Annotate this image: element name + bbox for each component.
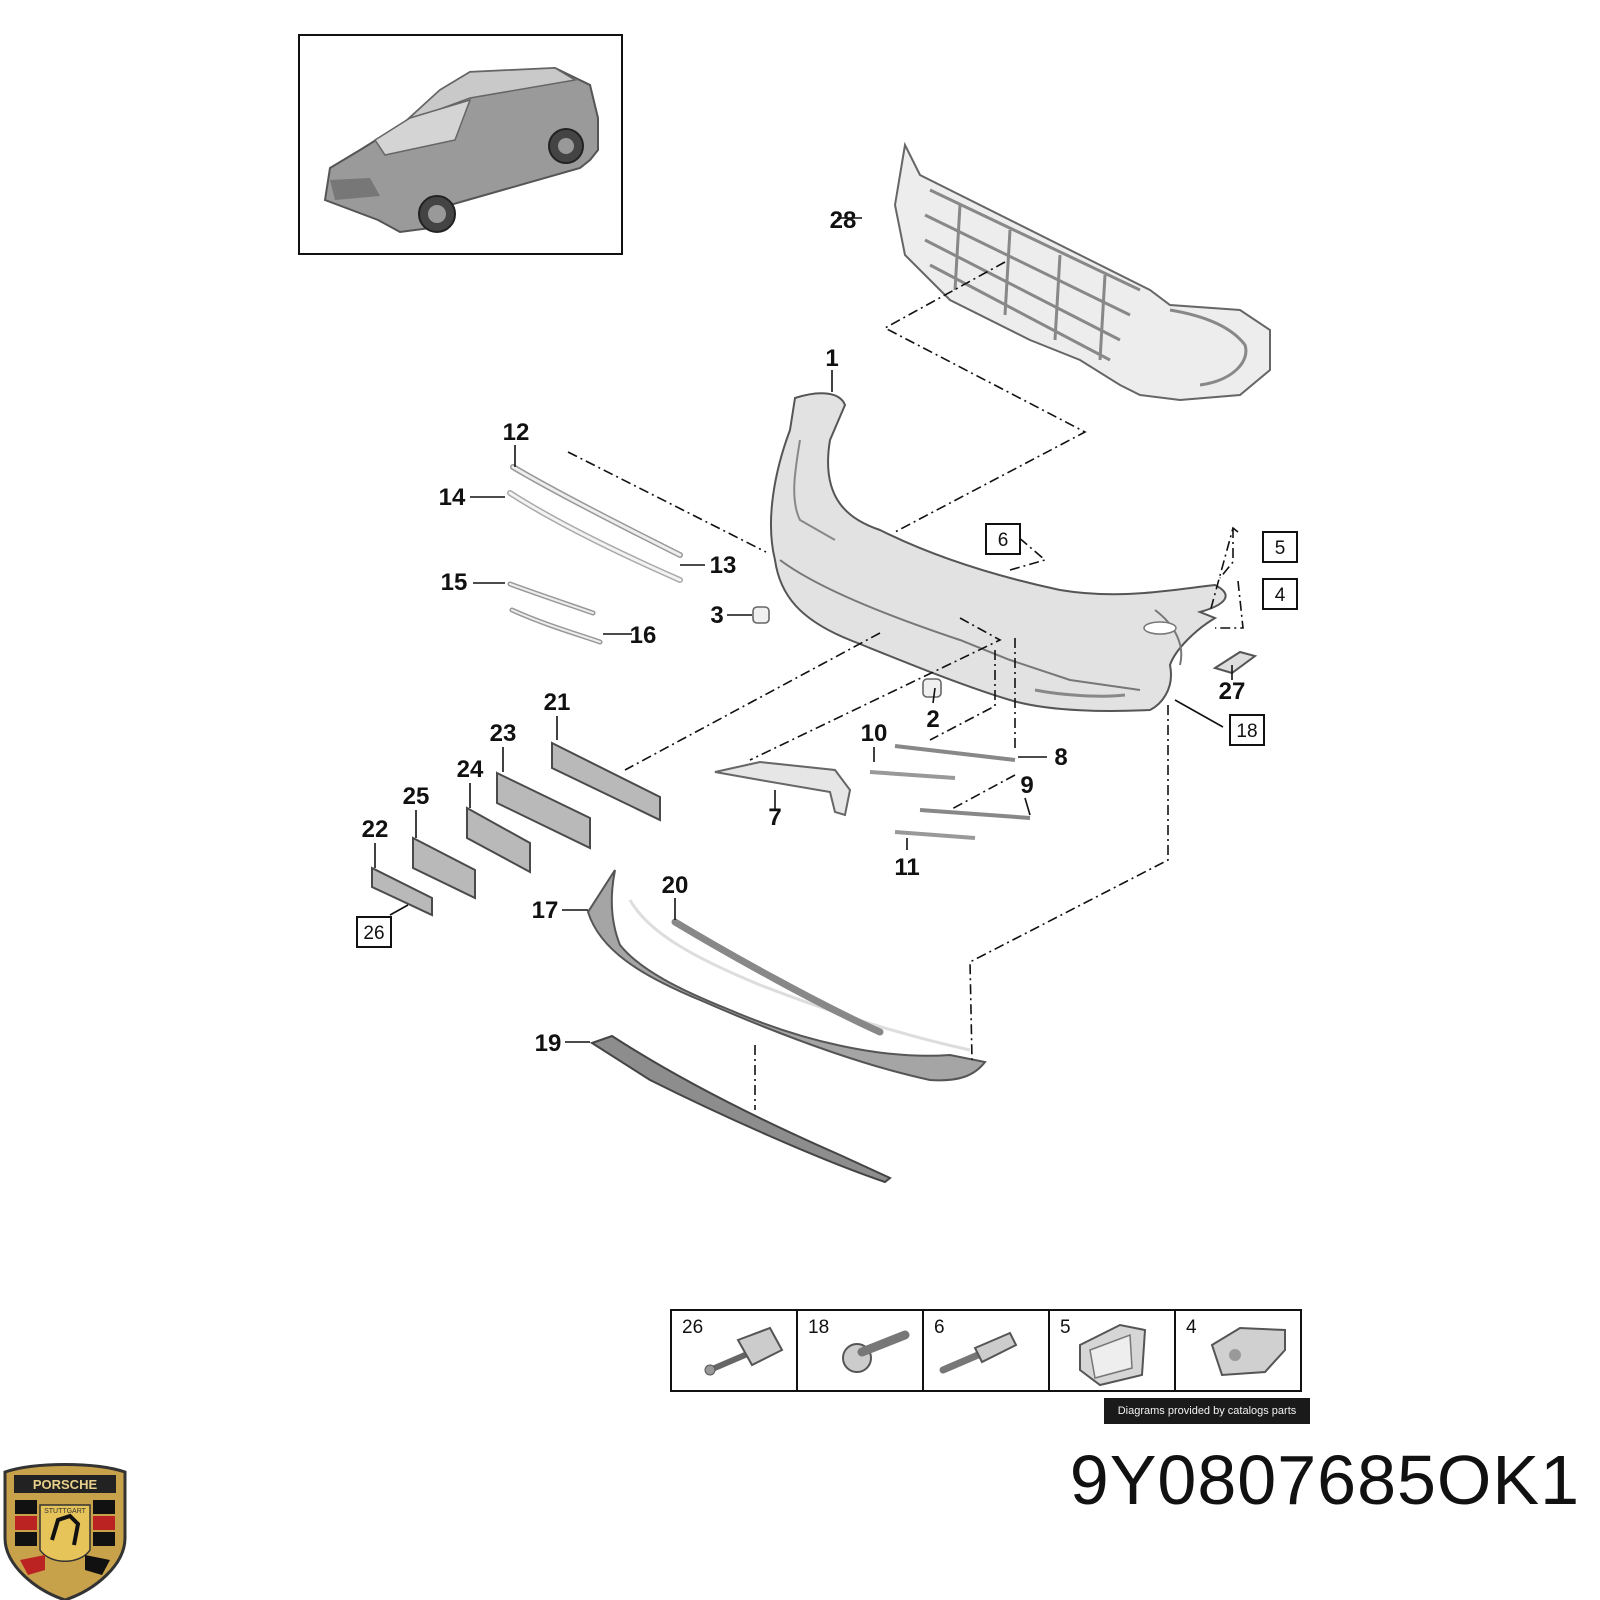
- porsche-crest-logo: PORSCHE STUTTGART: [3, 1463, 127, 1600]
- callout-12: 12: [503, 419, 530, 446]
- leader-lines: [374, 217, 1233, 1043]
- legend-screw-18-icon: [842, 1330, 910, 1373]
- part-10-strip: [894, 744, 1016, 762]
- callout-2: 2: [926, 706, 939, 733]
- callout-labels: 1 28 12 14 13 15 16 3 2 10 8 9 11 7 27 2…: [362, 207, 1246, 1057]
- callout-9: 9: [1020, 772, 1033, 799]
- vehicle-overview-inset: [298, 34, 623, 255]
- callout-11: 11: [894, 854, 919, 881]
- part-2-tow-cap: [922, 678, 942, 698]
- legend-clip-26-icon: [704, 1326, 784, 1376]
- callout-3: 3: [710, 602, 723, 629]
- part-number: 9Y0807685OK1: [1069, 1441, 1580, 1519]
- legend-label-5: 5: [1060, 1317, 1071, 1338]
- callout-14: 14: [439, 484, 466, 511]
- part-17-lower-spoiler: [586, 869, 987, 1082]
- callout-17: 17: [532, 897, 559, 924]
- part-23-plate: [496, 771, 591, 850]
- part-8-strip: [869, 770, 956, 780]
- part-3-tow-cap: [752, 606, 770, 624]
- part-7-side-trim: [714, 760, 852, 817]
- callout-7: 7: [768, 804, 781, 831]
- part-24-plate: [466, 806, 531, 874]
- legend-label-18: 18: [808, 1317, 829, 1338]
- boxed-callout-5: 5: [1275, 538, 1286, 559]
- callout-10: 10: [861, 720, 888, 747]
- callout-15: 15: [441, 569, 468, 596]
- connection-dashed-lines: [567, 261, 1244, 1110]
- part-21-plate: [551, 741, 661, 822]
- part-25-plate: [412, 836, 476, 900]
- boxed-callout-26: 26: [363, 923, 384, 944]
- callout-13: 13: [710, 552, 737, 579]
- crest-center-text: STUTTGART: [44, 1508, 87, 1515]
- callout-1: 1: [825, 345, 838, 372]
- callout-28: 28: [830, 207, 857, 234]
- legend-label-4: 4: [1186, 1317, 1197, 1338]
- callout-19: 19: [535, 1030, 562, 1057]
- legend-clip-4-icon: [1210, 1326, 1286, 1377]
- callout-16: 16: [630, 622, 657, 649]
- part-19-lower-lip: [589, 1034, 892, 1184]
- crest-top-text: PORSCHE: [33, 1477, 98, 1492]
- credit-banner: Diagrams provided by catalogs parts: [1104, 1398, 1310, 1424]
- callout-8: 8: [1054, 744, 1067, 771]
- legend-bracket-5-icon: [1079, 1323, 1147, 1387]
- part-22-plate: [371, 866, 433, 917]
- part-27-bracket: [1212, 650, 1258, 675]
- car-silhouette: [323, 66, 599, 234]
- fastener-legend: 26 18 6 5 4: [670, 1309, 1302, 1392]
- boxed-callout-18: 18: [1236, 721, 1257, 742]
- part-9-strip: [919, 808, 1031, 820]
- callout-24: 24: [457, 756, 484, 783]
- callout-27: 27: [1219, 678, 1246, 705]
- boxed-callout-6: 6: [998, 530, 1009, 551]
- part-1-bumper-cover: [770, 392, 1227, 712]
- part-12-14-13-trim-strips: [507, 464, 683, 583]
- callout-21: 21: [544, 689, 571, 716]
- boxed-callouts: 6 5 4 18 26: [356, 523, 1298, 948]
- legend-label-6: 6: [934, 1317, 945, 1338]
- part-15-16-trim-strips: [507, 581, 603, 645]
- part-20-strip: [671, 918, 884, 1036]
- callout-25: 25: [403, 783, 430, 810]
- legend-label-26: 26: [682, 1317, 703, 1338]
- callout-23: 23: [490, 720, 517, 747]
- legend-rivet-6-icon: [939, 1331, 1018, 1374]
- callout-22: 22: [362, 816, 389, 843]
- boxed-callout-4: 4: [1275, 585, 1286, 606]
- part-11-strip: [894, 830, 976, 840]
- callout-20: 20: [662, 872, 689, 899]
- part-28-carrier-frame: [893, 141, 1271, 402]
